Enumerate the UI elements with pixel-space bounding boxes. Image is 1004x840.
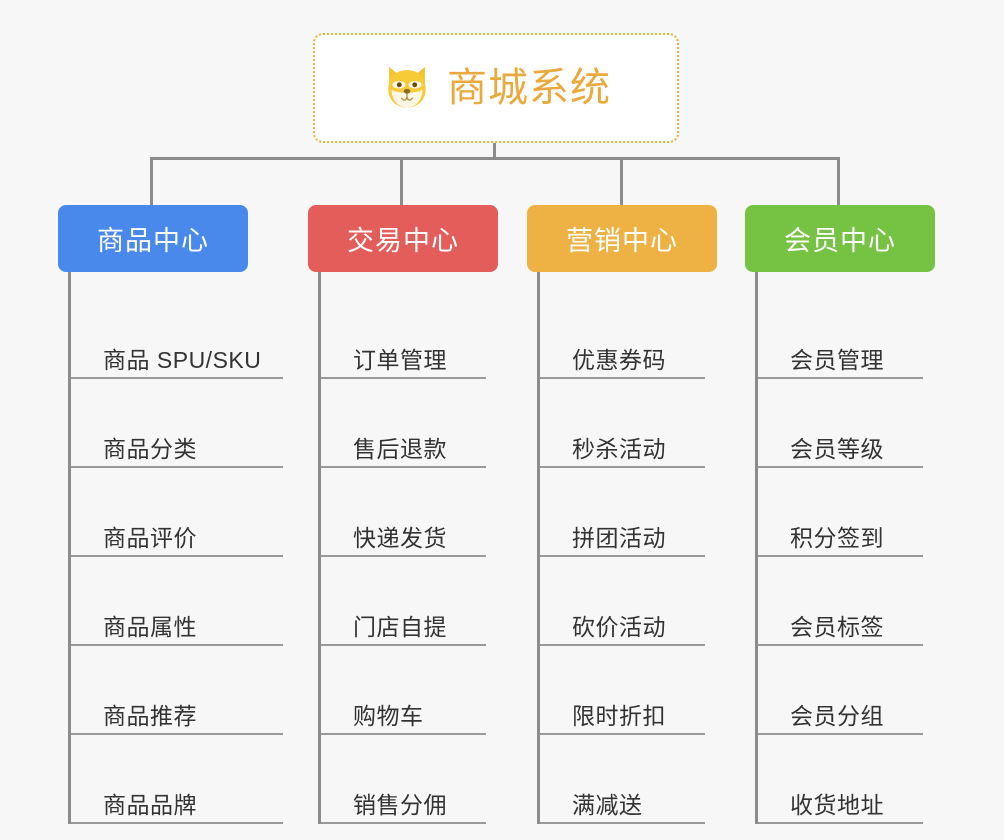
leaf-label: 商品 SPU/SKU xyxy=(103,346,262,373)
leaf-list-member-center: 会员管理 会员等级 积分签到 会员标签 会员分组 收货地址 xyxy=(755,272,935,824)
connector-trunk xyxy=(493,143,496,159)
shiba-dog-face-icon xyxy=(388,66,426,108)
leaf-label: 砍价活动 xyxy=(572,613,666,640)
leaf-item[interactable]: 满减送 xyxy=(540,735,705,824)
leaf-label: 积分签到 xyxy=(790,524,884,551)
leaf-label: 快递发货 xyxy=(353,524,447,551)
category-box-member-center[interactable]: 会员中心 xyxy=(745,205,935,272)
leaf-list-marketing-center: 优惠券码 秒杀活动 拼团活动 砍价活动 限时折扣 满减送 xyxy=(537,272,717,824)
leaf-item[interactable]: 拼团活动 xyxy=(540,468,705,557)
leaf-item[interactable]: 快递发货 xyxy=(321,468,486,557)
leaf-label: 秒杀活动 xyxy=(572,435,666,462)
leaf-label: 售后退款 xyxy=(353,435,447,462)
column-member-center: 会员中心 会员管理 会员等级 积分签到 会员标签 会员分组 收货地址 xyxy=(745,205,935,824)
leaf-item[interactable]: 秒杀活动 xyxy=(540,379,705,468)
leaf-item[interactable]: 会员分组 xyxy=(758,646,923,735)
leaf-item[interactable]: 订单管理 xyxy=(321,290,486,379)
leaf-item[interactable]: 积分签到 xyxy=(758,468,923,557)
leaf-label: 会员管理 xyxy=(790,346,884,373)
leaf-list-trade-center: 订单管理 售后退款 快递发货 门店自提 购物车 销售分佣 xyxy=(318,272,498,824)
leaf-label: 会员分组 xyxy=(790,702,884,729)
leaf-label: 门店自提 xyxy=(353,613,447,640)
category-label: 商品中心 xyxy=(97,226,209,256)
column-product-center: 商品中心 商品 SPU/SKU 商品分类 商品评价 商品属性 商品推荐 商品品牌 xyxy=(58,205,283,824)
connector-rail xyxy=(150,157,840,160)
category-label: 交易中心 xyxy=(347,226,459,256)
leaf-item[interactable]: 销售分佣 xyxy=(321,735,486,824)
connector-drop-2 xyxy=(400,157,403,205)
category-box-trade-center[interactable]: 交易中心 xyxy=(308,205,498,272)
leaf-item[interactable]: 砍价活动 xyxy=(540,557,705,646)
leaf-label: 会员标签 xyxy=(790,613,884,640)
leaf-item[interactable]: 商品分类 xyxy=(71,379,283,468)
connector-drop-1 xyxy=(150,157,153,205)
leaf-label: 会员等级 xyxy=(790,435,884,462)
connector-drop-3 xyxy=(620,157,623,205)
leaf-label: 订单管理 xyxy=(353,346,447,373)
leaf-label: 拼团活动 xyxy=(572,524,666,551)
leaf-label: 销售分佣 xyxy=(353,791,447,818)
leaf-item[interactable]: 门店自提 xyxy=(321,557,486,646)
root-node-mall-system[interactable]: 商城系统 xyxy=(313,33,679,143)
leaf-item[interactable]: 商品品牌 xyxy=(71,735,283,824)
leaf-label: 购物车 xyxy=(353,702,424,729)
leaf-label: 商品分类 xyxy=(103,435,197,462)
leaf-label: 限时折扣 xyxy=(572,702,666,729)
leaf-item[interactable]: 会员等级 xyxy=(758,379,923,468)
leaf-label: 收货地址 xyxy=(790,791,884,818)
leaf-item[interactable]: 优惠券码 xyxy=(540,290,705,379)
leaf-item[interactable]: 商品 SPU/SKU xyxy=(71,290,283,379)
category-label: 营销中心 xyxy=(566,226,678,256)
category-box-product-center[interactable]: 商品中心 xyxy=(58,205,248,272)
leaf-label: 商品属性 xyxy=(103,613,197,640)
leaf-label: 商品评价 xyxy=(103,524,197,551)
leaf-item[interactable]: 商品评价 xyxy=(71,468,283,557)
leaf-label: 优惠券码 xyxy=(572,346,666,373)
root-title: 商城系统 xyxy=(447,66,611,110)
leaf-item[interactable]: 购物车 xyxy=(321,646,486,735)
column-trade-center: 交易中心 订单管理 售后退款 快递发货 门店自提 购物车 销售分佣 xyxy=(308,205,498,824)
leaf-item[interactable]: 会员管理 xyxy=(758,290,923,379)
leaf-item[interactable]: 收货地址 xyxy=(758,735,923,824)
category-label: 会员中心 xyxy=(784,226,896,256)
leaf-list-product-center: 商品 SPU/SKU 商品分类 商品评价 商品属性 商品推荐 商品品牌 xyxy=(68,272,283,824)
leaf-item[interactable]: 限时折扣 xyxy=(540,646,705,735)
connector-drop-4 xyxy=(837,157,840,205)
leaf-label: 满减送 xyxy=(572,791,643,818)
leaf-item[interactable]: 商品属性 xyxy=(71,557,283,646)
leaf-item[interactable]: 售后退款 xyxy=(321,379,486,468)
category-box-marketing-center[interactable]: 营销中心 xyxy=(527,205,717,272)
leaf-label: 商品推荐 xyxy=(103,702,197,729)
leaf-item[interactable]: 会员标签 xyxy=(758,557,923,646)
leaf-item[interactable]: 商品推荐 xyxy=(71,646,283,735)
column-marketing-center: 营销中心 优惠券码 秒杀活动 拼团活动 砍价活动 限时折扣 满减送 xyxy=(527,205,717,824)
leaf-label: 商品品牌 xyxy=(103,791,197,818)
